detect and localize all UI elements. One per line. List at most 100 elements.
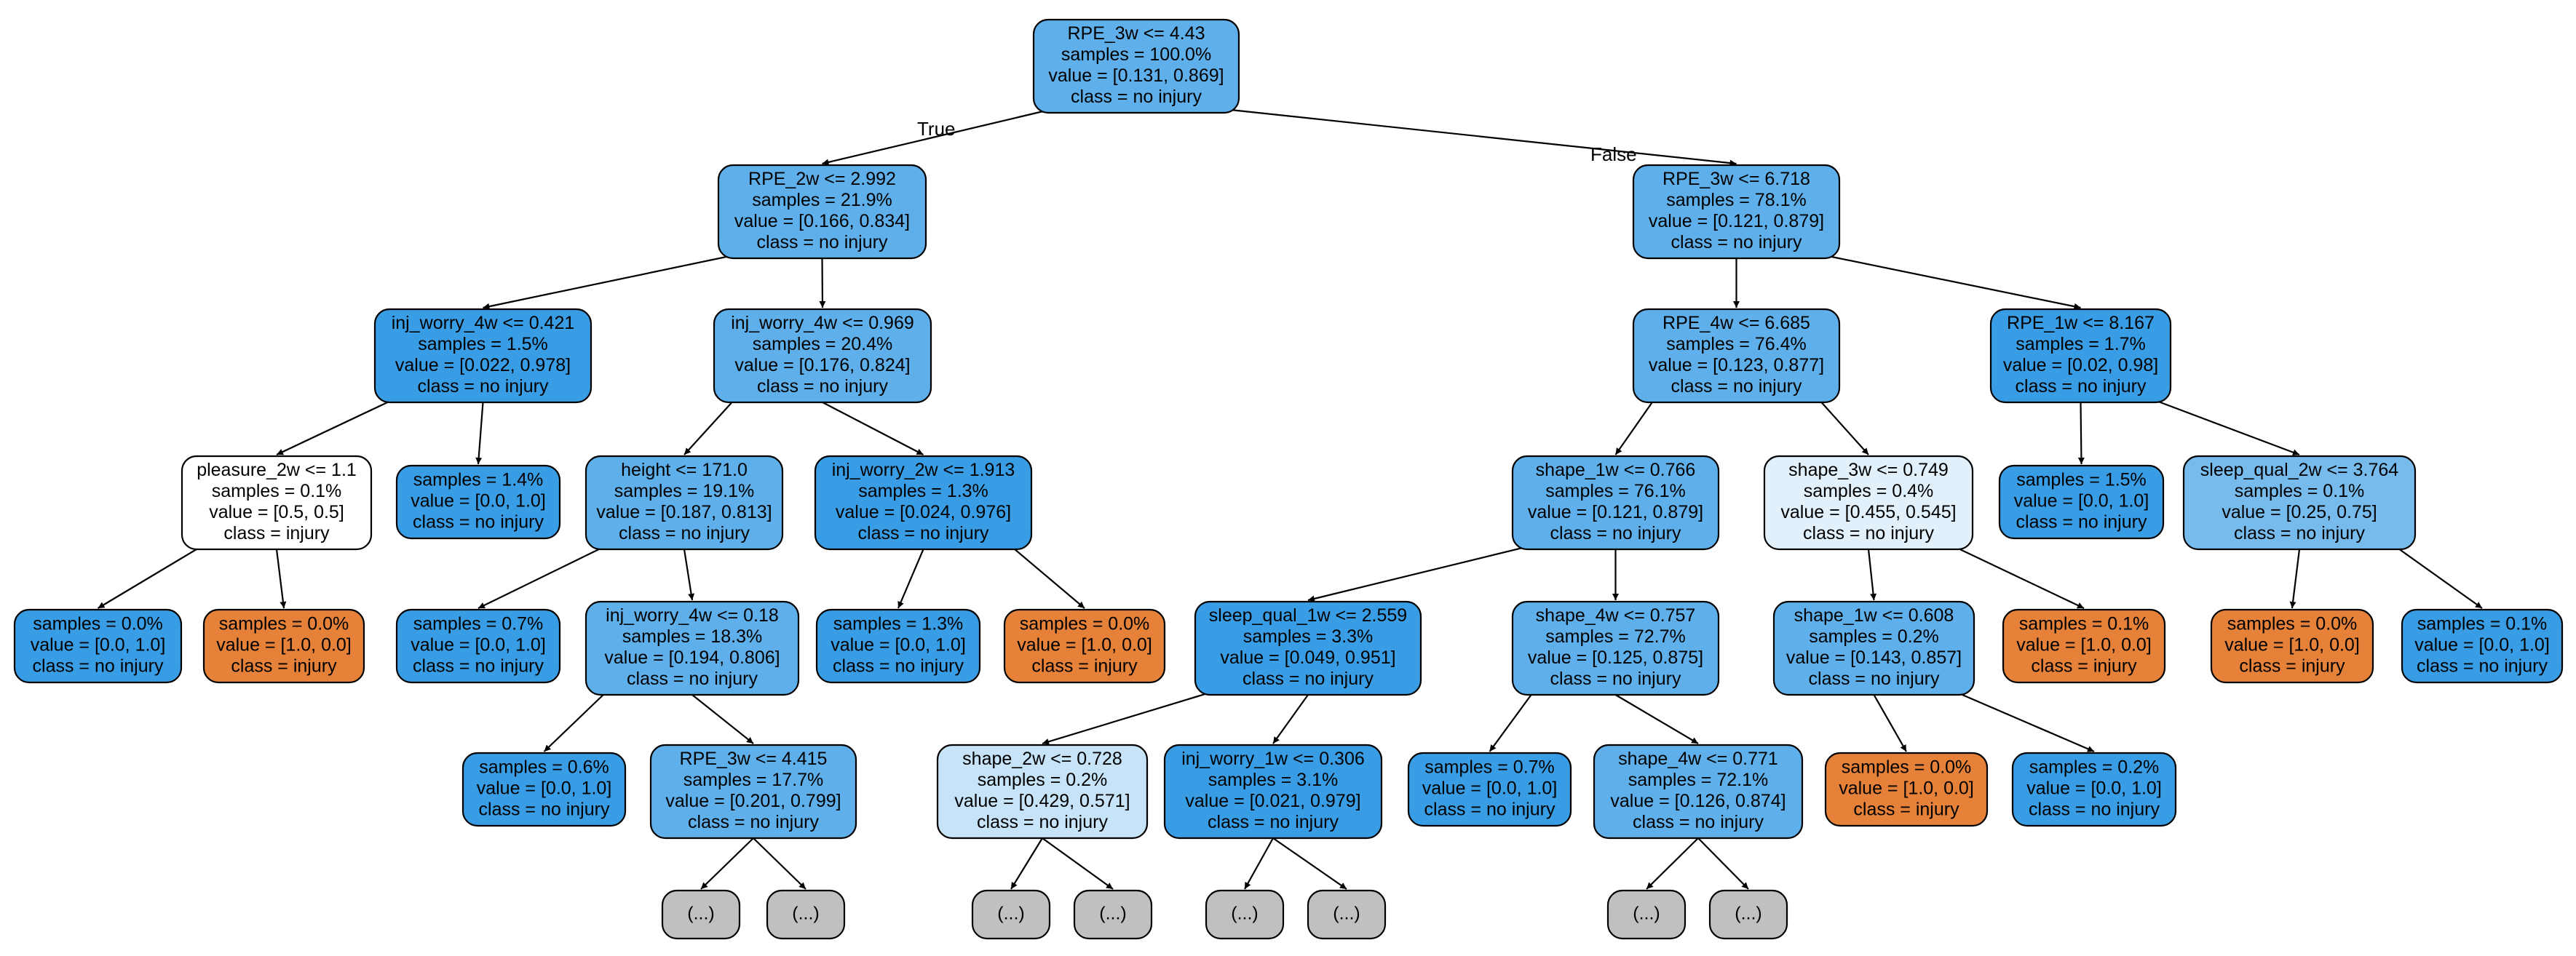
node-box [2011,752,2177,827]
node-box [1763,455,1974,551]
tree-edge-arrow [1697,837,1749,890]
tree-edge-arrow [1042,689,1218,745]
node-text-line: class = injury [2239,656,2345,677]
truncated-node: (...) [766,889,846,940]
node-text-line: sleep_qual_1w <= 2.559 [1209,605,1407,626]
node-box [649,744,857,840]
tree-node: samples = 0.7%value = [0.0, 1.0]class = … [1407,752,1572,827]
node-text-line: value = [0.0, 1.0] [31,635,166,656]
node-text-line: inj_worry_2w <= 1.913 [832,460,1015,480]
tree-edge-arrow [1867,549,1877,601]
tree-edge-arrow [822,107,1056,166]
tree-node: samples = 0.0%value = [1.0, 0.0]class = … [202,608,365,684]
node-box [713,308,932,404]
node-text-line: class = no injury [33,656,164,677]
node-text-line: value = [0.0, 1.0] [831,635,966,656]
node-text-line: value = [0.143, 0.857] [1786,648,1962,668]
tree-node: samples = 0.0%value = [1.0, 0.0]class = … [1824,752,1989,827]
node-text-line: class = no injury [1424,800,1555,820]
tree-edge-arrow [1042,837,1114,890]
tree-node: samples = 1.4%value = [0.0, 1.0]class = … [395,464,561,540]
node-text-line: class = no injury [1243,669,1374,689]
tree-edge-arrow [1646,837,1699,890]
node-text-line: value = [0.5, 0.5] [209,502,344,522]
node-box [1194,600,1422,696]
node-text-line: class = no injury [479,800,610,820]
node-text-line: value = [0.455, 0.545] [1780,502,1956,522]
node-text-line: samples = 1.7% [2016,334,2146,354]
node-text-line: class = no injury [627,669,758,689]
node-text-line: samples = 0.0% [2227,614,2358,634]
node-text-line: class = no injury [833,656,964,677]
tree-node: samples = 0.0%value = [0.0, 1.0]class = … [13,608,183,684]
node-text-line: class = no injury [2029,800,2160,820]
node-box [202,608,365,684]
node-box [1989,308,2172,404]
tree-edge-arrow [543,690,609,752]
tree-edge-arrow [1272,694,1309,744]
node-text-line: samples = 76.4% [1666,334,1806,354]
node-box [1606,889,1687,940]
node-text-line: inj_worry_4w <= 0.421 [392,313,575,333]
node-text-line: class = no injury [2417,656,2548,677]
tree-node: samples = 0.1%value = [1.0, 0.0]class = … [2002,608,2166,684]
node-text-line: class = no injury [413,512,544,533]
node-box [936,744,1149,840]
tree-node: samples = 1.5%value = [0.0, 1.0]class = … [1998,464,2165,540]
tree-edge-arrow [1873,694,1907,752]
node-box [1003,608,1166,684]
node-text-line: inj_worry_4w <= 0.18 [606,605,779,626]
tree-edge-arrow [700,837,754,890]
node-text-line: class = injury [2031,656,2137,677]
node-text-line: class = no injury [2016,376,2147,397]
node-text-line: value = [0.022, 0.978] [395,355,571,375]
node-text-line: value = [1.0, 0.0] [216,635,352,656]
node-text-line: value = [0.0, 1.0] [411,491,546,511]
node-text-line: samples = 1.5% [2016,470,2147,490]
node-text-line: samples = 0.7% [1424,757,1555,778]
node-box [1772,600,1975,696]
node-box [1163,744,1383,840]
node-text-line: RPE_1w <= 8.167 [2007,313,2155,333]
node-text-line: samples = 100.0% [1061,44,1211,65]
node-text-line: value = [0.194, 0.806] [604,648,780,668]
node-text-line: value = [0.0, 1.0] [2026,778,2162,799]
node-text-line: samples = 0.1% [2019,614,2149,634]
node-text-line: value = [0.25, 0.75] [2222,502,2377,522]
tree-edge-arrow [1216,107,1737,167]
node-box [2210,608,2374,684]
tree-node: samples = 0.0%value = [1.0, 0.0]class = … [2210,608,2374,684]
node-text-line: samples = 0.1% [212,481,342,501]
node-box [1511,455,1720,551]
node-box [814,455,1033,551]
node-box [373,308,593,404]
node-box [584,455,784,551]
tree-edge-arrow [2393,544,2483,609]
node-text-line: value = [0.131, 0.869] [1048,65,1224,86]
node-text-line: class = no injury [1071,87,1202,107]
node-text-line: shape_4w <= 0.771 [1618,749,1778,769]
node-text-line: samples = 0.2% [978,770,1108,790]
node-text-line: RPE_2w <= 2.992 [748,169,896,189]
node-text-line: samples = 3.1% [1208,770,1339,790]
node-text-line: value = [0.166, 0.834] [734,211,910,231]
node-text-line: value = [0.024, 0.976] [836,502,1011,522]
node-box [1998,464,2165,540]
node-text-line: value = [1.0, 0.0] [2224,635,2360,656]
node-text-line: samples = 0.1% [2417,614,2548,634]
tree-edge-arrow [1272,837,1347,890]
node-text-line: class = injury [223,523,330,543]
node-text-line: class = no injury [757,376,888,397]
node-box [1824,752,1989,827]
tree-node: samples = 0.7%value = [0.0, 1.0]class = … [395,608,561,684]
